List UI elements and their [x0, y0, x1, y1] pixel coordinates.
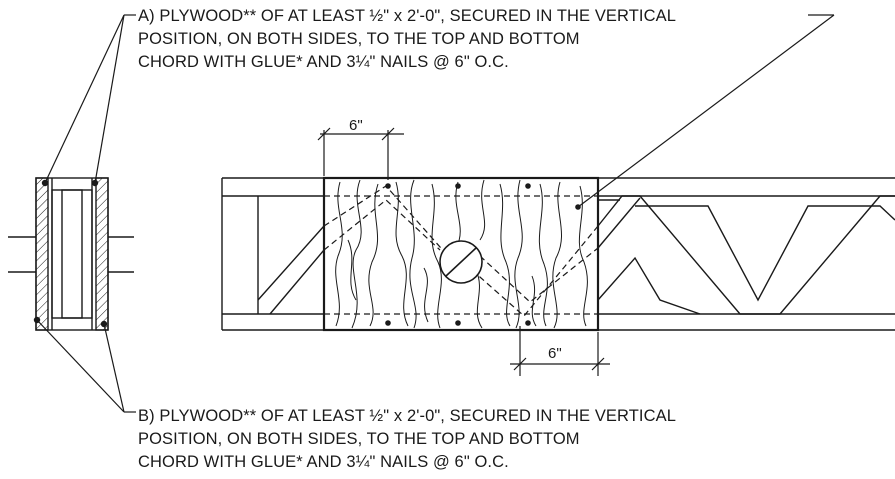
dimension-bottom-label: 6"	[548, 345, 562, 362]
wood-grain	[335, 179, 588, 329]
truss-connector-bolt	[439, 240, 483, 284]
note-b-line-1: B) PLYWOOD** OF AT LEAST ½" x 2'-0", SEC…	[138, 407, 677, 425]
left-plywood-panel	[35, 177, 49, 331]
note-a-line-3: CHORD WITH GLUE* AND 3¼" NAILS @ 6" O.C.	[138, 53, 509, 71]
dimension-bottom	[510, 326, 610, 376]
note-b-line-2: POSITION, ON BOTH SIDES, TO THE TOP AND …	[138, 430, 580, 448]
note-a-line-1: A) PLYWOOD** OF AT LEAST ½" x 2'-0", SEC…	[138, 7, 677, 25]
section-view	[8, 177, 134, 331]
note-a: A) PLYWOOD** OF AT LEAST ½" x 2'-0", SEC…	[138, 5, 676, 74]
note-a-line-2: POSITION, ON BOTH SIDES, TO THE TOP AND …	[138, 30, 580, 48]
plywood-gusset-plate	[322, 176, 600, 332]
right-plywood-panel	[95, 177, 109, 331]
leader-lines-b	[36, 319, 136, 413]
note-b-line-3: CHORD WITH GLUE* AND 3¼" NAILS @ 6" O.C.	[138, 453, 509, 471]
dimension-top-label: 6"	[349, 117, 363, 134]
leader-lines-a	[44, 14, 835, 208]
web-member-section	[61, 189, 83, 319]
note-b: B) PLYWOOD** OF AT LEAST ½" x 2'-0", SEC…	[138, 405, 676, 474]
dimension-top	[317, 127, 404, 180]
